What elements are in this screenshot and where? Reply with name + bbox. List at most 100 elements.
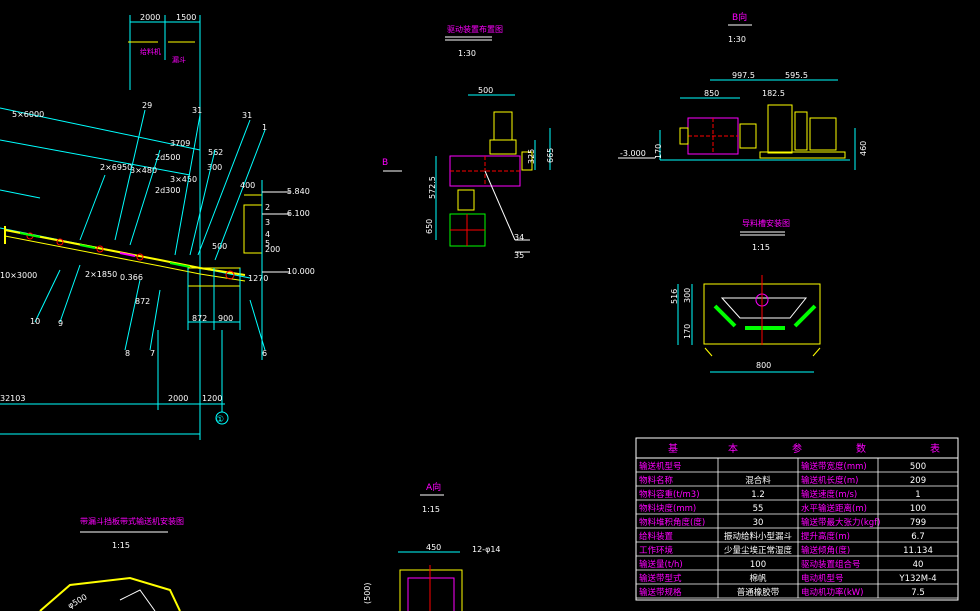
dim-32103: 32103 <box>0 394 25 403</box>
dim-span-5x6000: 5×6000 <box>12 110 44 119</box>
table-cell: 209 <box>910 476 926 486</box>
dim-200: 1270 <box>248 274 268 283</box>
table-cell: 100 <box>750 560 766 570</box>
b-dim-5955: 595.5 <box>785 71 808 80</box>
table-header-cell: 本 <box>728 442 738 455</box>
idler-dim-516: 516 <box>670 289 679 304</box>
table-cell: 30 <box>753 518 764 528</box>
dim-400: 200 <box>265 245 280 254</box>
b-view-scale: 1:30 <box>728 35 746 44</box>
a-view-scale: 1:15 <box>422 505 440 514</box>
dim-872: 872 <box>135 297 150 306</box>
table-cell: 500 <box>910 462 926 472</box>
a-dim-12phi14: 12-φ14 <box>472 545 501 554</box>
drive-scale: 1:30 <box>458 49 476 58</box>
axis-mark: ① <box>216 415 224 425</box>
callout-7: 7 <box>150 349 155 358</box>
table-cell: 工作环境 <box>639 545 674 556</box>
callout-1: 1 <box>262 123 267 132</box>
table-cell: 物料块度(mm) <box>639 503 696 514</box>
b-dim-9975: 997.5 <box>732 71 755 80</box>
b-direction-view: B向 1:30 997.5 595.5 850 182.5 170 460 -3… <box>618 11 868 170</box>
hopper-title: 带漏斗挡板带式输送机安装图 <box>80 516 184 526</box>
dim-top-1: 2000 <box>140 13 160 22</box>
dim-562: 562 <box>208 148 223 157</box>
a-view-title: A向 <box>426 481 441 493</box>
dim-2d500: 2d500 <box>155 153 180 162</box>
table-cell: 输送带型式 <box>639 573 682 584</box>
table-cell: 少量尘埃正常湿度 <box>724 545 793 556</box>
table-cell: 输送带最大张力(kgf) <box>801 517 880 528</box>
parameter-table: 基本参数表输送机型号输送带宽度(mm)500物料名称混合料输送机长度(m)209… <box>635 437 959 601</box>
drive-callout-35: 35 <box>514 251 524 260</box>
b-dim-1825: 182.5 <box>762 89 785 98</box>
callout-3: 3 <box>265 218 270 227</box>
table-cell: 物料容重(t/m3) <box>639 489 700 500</box>
a-dim-500: (500) <box>363 582 372 604</box>
table-cell: 物料名称 <box>639 475 674 486</box>
table-header-cell: 参 <box>792 442 802 455</box>
dim-3709: 3709 <box>170 139 190 148</box>
a-dim-450: 450 <box>426 543 441 552</box>
drive-dim-650: 650 <box>425 219 434 234</box>
note-feeder: 给料机 <box>140 47 161 56</box>
idler-scale: 1:15 <box>752 243 770 252</box>
idler-dim-800: 800 <box>756 361 771 370</box>
main-elevation-view: 2000 1500 给料机 漏斗 5×6000 2×6950 2d500 3×4… <box>0 13 315 440</box>
callout-4: 4 <box>265 230 270 239</box>
table-cell: 11.134 <box>903 546 933 556</box>
callout-9: 9 <box>58 319 63 328</box>
callout-31b: 31 <box>242 111 252 120</box>
dim-3x480: 3×480 <box>130 166 157 175</box>
table-cell: 输送速度(m/s) <box>801 489 857 500</box>
drive-view-mark: B <box>382 158 388 168</box>
table-cell: 799 <box>910 518 926 528</box>
dim-0366: 0.366 <box>120 273 143 282</box>
dim-2x1850: 2×1850 <box>85 270 117 279</box>
table-cell: 提升高度(m) <box>801 531 850 542</box>
elev-5840: -5.840 <box>284 187 310 196</box>
b-dim-850: 850 <box>704 89 719 98</box>
table-cell: 55 <box>753 504 764 514</box>
dim-900: 400 <box>240 181 255 190</box>
dim-10x3000: 10×3000 <box>0 271 37 280</box>
dim-1270b: 900 <box>218 314 233 323</box>
drive-dim-325: 325 <box>527 149 536 164</box>
dim-2x6950: 2×6950 <box>100 163 132 172</box>
chute-install-view: 导料槽安装图 1:15 516 300 170 800 <box>670 218 821 373</box>
drive-dim-665: 665 <box>546 148 555 163</box>
table-cell: Y132M-4 <box>898 574 936 584</box>
dim-1270a: 872 <box>192 314 207 323</box>
hopper-scale: 1:15 <box>112 541 130 550</box>
table-cell: 驱动装置组合号 <box>801 559 861 570</box>
table-cell: 电动机功率(kW) <box>801 587 863 598</box>
table-cell: 水平输送距离(m) <box>801 503 867 514</box>
b-dim-170: 170 <box>654 144 663 159</box>
table-cell: 给料装置 <box>639 531 674 542</box>
callout-6: 6 <box>262 349 267 358</box>
callout-5: 5 <box>265 239 270 248</box>
callout-29: 29 <box>142 101 152 110</box>
table-cell: 40 <box>913 560 924 570</box>
table-cell: 物料堆积角度(度) <box>639 517 705 528</box>
idler-dim-300: 300 <box>683 288 692 303</box>
hopper-install-view: 带漏斗挡板带式输送机安装图 1:15 φ500 <box>39 516 184 611</box>
drive-dim-5725: 572.5 <box>428 176 437 199</box>
table-cell: 振动给料小型漏斗 <box>724 531 793 542</box>
table-cell: 输送机长度(m) <box>801 475 858 486</box>
note-hopper: 漏斗 <box>172 55 186 64</box>
table-cell: 混合料 <box>745 475 771 486</box>
dim-2d300: 2d300 <box>155 186 180 195</box>
idler-title: 导料槽安装图 <box>742 218 790 228</box>
drive-dim-500: 500 <box>478 86 493 95</box>
callout-2: 2 <box>265 203 270 212</box>
dim-300: 300 <box>207 163 222 172</box>
table-cell: 100 <box>910 504 926 514</box>
dim-3x450: 3×450 <box>170 175 197 184</box>
callout-10: 10 <box>30 317 40 326</box>
hopper-dim-phi500: φ500 <box>66 592 88 610</box>
callout-8: 8 <box>125 349 130 358</box>
callout-31a: 31 <box>192 106 202 115</box>
drive-callout-34: 34 <box>514 233 524 242</box>
